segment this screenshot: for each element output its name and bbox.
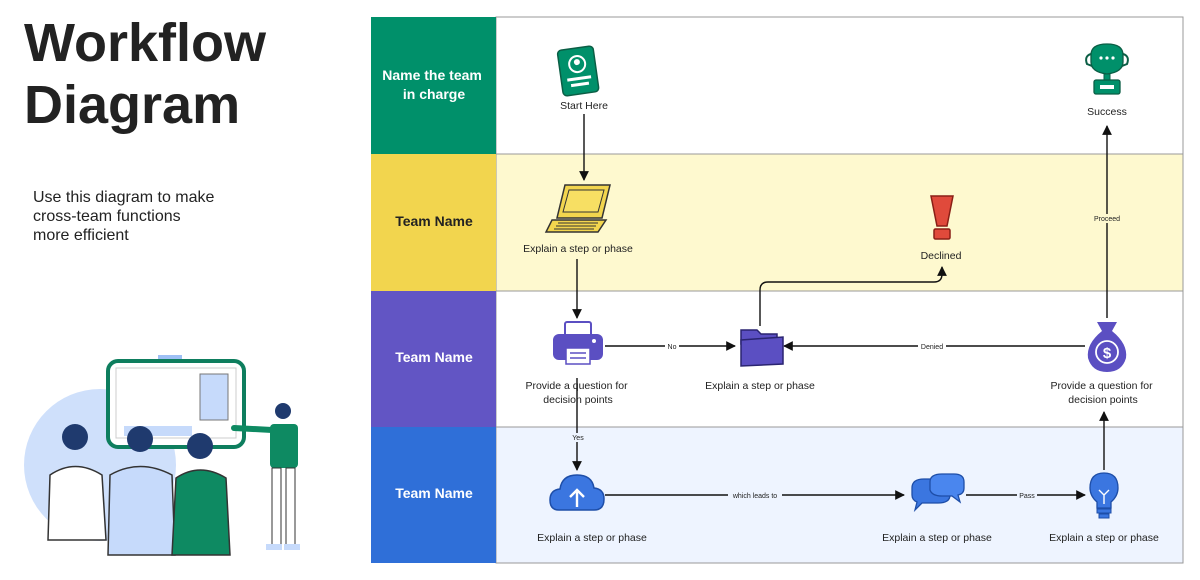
edge-folder-to-declined [759, 266, 947, 326]
lane-1-label-line-1: Name the team [382, 67, 482, 83]
node-folder-label: Explain a step or phase [705, 380, 815, 392]
lane-1-label-line-2: in charge [403, 86, 465, 102]
lane-2-body [495, 153, 1184, 292]
node-laptop-label: Explain a step or phase [523, 243, 633, 255]
edge-label-proceed: Proceed [1094, 216, 1120, 223]
audience-person-3 [171, 433, 231, 556]
chat-bubbles-icon [911, 473, 965, 513]
lane-3-header [371, 291, 496, 427]
laptop-icon [544, 184, 611, 233]
lane-2-label: Team Name [395, 213, 473, 229]
edge-label-pass: Pass [1019, 493, 1035, 500]
subtitle-line-3: more efficient [33, 227, 129, 244]
node-declined-label: Declined [921, 250, 962, 262]
edge-label-bg-proceed [1090, 214, 1124, 223]
printer-icon [553, 321, 603, 365]
edge-label-bg-no [665, 342, 679, 351]
edge-label-bg-denied [918, 342, 946, 351]
cloud-upload-icon [549, 474, 605, 511]
svg-text:$: $ [1103, 345, 1112, 362]
money-bag-icon: $ [1087, 322, 1127, 372]
node-chat-label: Explain a step or phase [882, 532, 992, 544]
trophy-icon [1085, 43, 1129, 95]
title-line-1: Workflow [24, 13, 266, 73]
lightbulb-icon [1089, 472, 1119, 519]
edge-label-bg-pass [1017, 491, 1037, 500]
lane-4-label: Team Name [395, 485, 473, 501]
node-bulb-label: Explain a step or phase [1049, 532, 1159, 544]
folder-icon [740, 329, 784, 367]
edge-label-denied: Denied [921, 344, 943, 351]
presenter [231, 403, 300, 550]
lane-3-body [495, 290, 1184, 428]
page-title: Workflow Diagram [24, 12, 266, 136]
node-cloud-label: Explain a step or phase [537, 532, 647, 544]
audience-person-1 [47, 424, 107, 541]
subtitle-line-1: Use this diagram to make [33, 189, 215, 206]
id-card-icon [556, 45, 600, 97]
title-line-2: Diagram [24, 75, 241, 135]
edge-label-bg-leads-to [728, 491, 782, 500]
node-start-label: Start Here [560, 100, 608, 112]
edge-label-bg-yes [570, 433, 586, 442]
node-moneybag-label: Provide a question for decision points [1050, 380, 1155, 406]
node-moneybag-label-line-2: decision points [1068, 394, 1137, 406]
lane-1-label: Name the team in charge [382, 67, 485, 102]
edge-label-leads-to: which leads to [732, 493, 777, 500]
subtitle-line-2: cross-team functions [33, 208, 181, 225]
edge-label-yes: Yes [572, 435, 584, 442]
edge-label-no: No [668, 344, 677, 351]
lane-4-header [371, 427, 496, 563]
node-success-label: Success [1087, 106, 1127, 118]
team-illustration [24, 355, 300, 556]
node-printer-label-line-1: Provide a question for [525, 380, 628, 392]
presentation-board [106, 355, 246, 449]
page-subtitle: Use this diagram to make cross-team func… [33, 188, 253, 245]
lane-2-header [371, 154, 496, 291]
node-printer-label: Provide a question for decision points [525, 380, 630, 406]
node-printer-label-line-2: decision points [543, 394, 612, 406]
lane-1-header [371, 17, 496, 154]
audience-person-2 [107, 426, 176, 556]
lane-3-label: Team Name [395, 349, 473, 365]
node-moneybag-label-line-1: Provide a question for [1050, 380, 1153, 392]
exclamation-icon [930, 195, 954, 240]
